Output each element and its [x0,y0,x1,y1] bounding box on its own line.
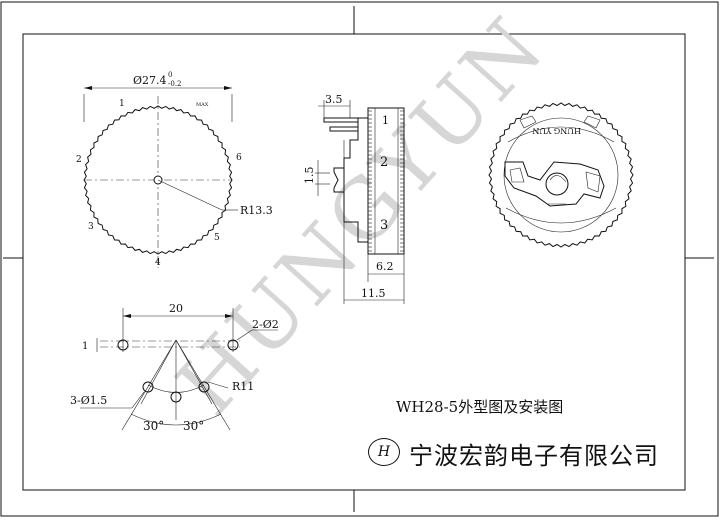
radius-r11-label: R11 [232,380,254,393]
max-label: MAX [196,102,209,108]
pin-hole-3 [198,381,210,393]
lug-hole-left [117,339,129,351]
dim-11-5: 11.5 [361,287,386,300]
back-brand-text: HUNG YUN [532,126,581,135]
tolerance-upper: 0 [168,71,172,79]
angle-arc [130,413,222,426]
arrow-left [84,86,92,90]
side-lug [333,167,344,193]
radial-line-left [140,339,177,405]
arrow-right [224,86,232,90]
dim-3-5: 3.5 [325,93,343,106]
front-view: Ø27.4 0 -0.2 MAX R13.3 1 2 3 4 5 6 [76,71,273,268]
position-4: 4 [155,258,161,268]
back-tab-left [519,115,537,129]
back-inner-ring [503,117,619,233]
angle-ext-left [121,339,177,431]
wiper-plate [504,161,605,207]
scale-number-1: 1 [382,114,389,127]
radius-leader [157,179,223,211]
back-shaft-notch [549,175,567,183]
radius-r11-leader [207,381,229,389]
tolerance-lower: -0.2 [168,80,182,88]
pin-hole-2 [170,391,182,403]
watermark: HUNGYUN [159,0,564,433]
angle-ext-right [175,339,231,431]
offset-label: 1 [82,341,88,352]
side-wheel [367,107,405,255]
pin-holes-label: 3-Ø1.5 [70,394,107,407]
back-slot-bottom [505,207,617,224]
back-shaft-boss [545,172,569,196]
position-1: 1 [119,99,125,109]
lug-leader [236,329,253,341]
mount-span-label: 20 [169,302,183,315]
mount-arrow-right [225,314,233,318]
radial-line-right [175,339,213,405]
position-2: 2 [76,155,82,165]
company-logo: H [368,438,400,466]
pin-hole-1 [142,381,154,393]
position-5: 5 [214,233,220,243]
drawing-title: WH28-5外型图及安装图 [396,398,564,416]
side-view: 3.5 1.5 6.2 11.5 1 2 3 [303,93,405,304]
side-knurl-ticks [368,110,404,252]
wiper-contact-right [585,171,601,193]
radius-label: R13.3 [240,204,273,217]
diameter-label: Ø27.4 [133,74,167,87]
pin-leader [131,391,145,409]
logo-letter: H [377,444,391,460]
mount-arrow-left [123,314,131,318]
side-pin-2 [329,126,359,132]
angle-right-label: 30° [183,419,204,433]
company-name: 宁波宏韵电子有限公司 [409,442,659,470]
position-3: 3 [88,222,94,232]
angle-left-label: 30° [143,419,164,433]
back-tab-right [583,115,601,129]
wiper-contact-left [509,167,525,183]
back-knurled-edge [488,102,634,248]
dim-1-5: 1.5 [303,167,316,185]
back-slot-top [507,126,615,143]
scale-number-2: 2 [380,155,388,170]
scale-number-3: 3 [380,218,388,233]
lug-hole-right [227,339,239,351]
mounting-pattern: 20 1 2-Ø2 3-Ø1.5 R11 30° 30° [70,302,279,433]
position-6: 6 [236,153,242,163]
back-view: HUNG YUN [488,102,634,248]
lug-holes-label: 2-Ø2 [252,318,279,331]
dim-6-2: 6.2 [376,260,394,273]
side-pin-1 [323,117,359,123]
